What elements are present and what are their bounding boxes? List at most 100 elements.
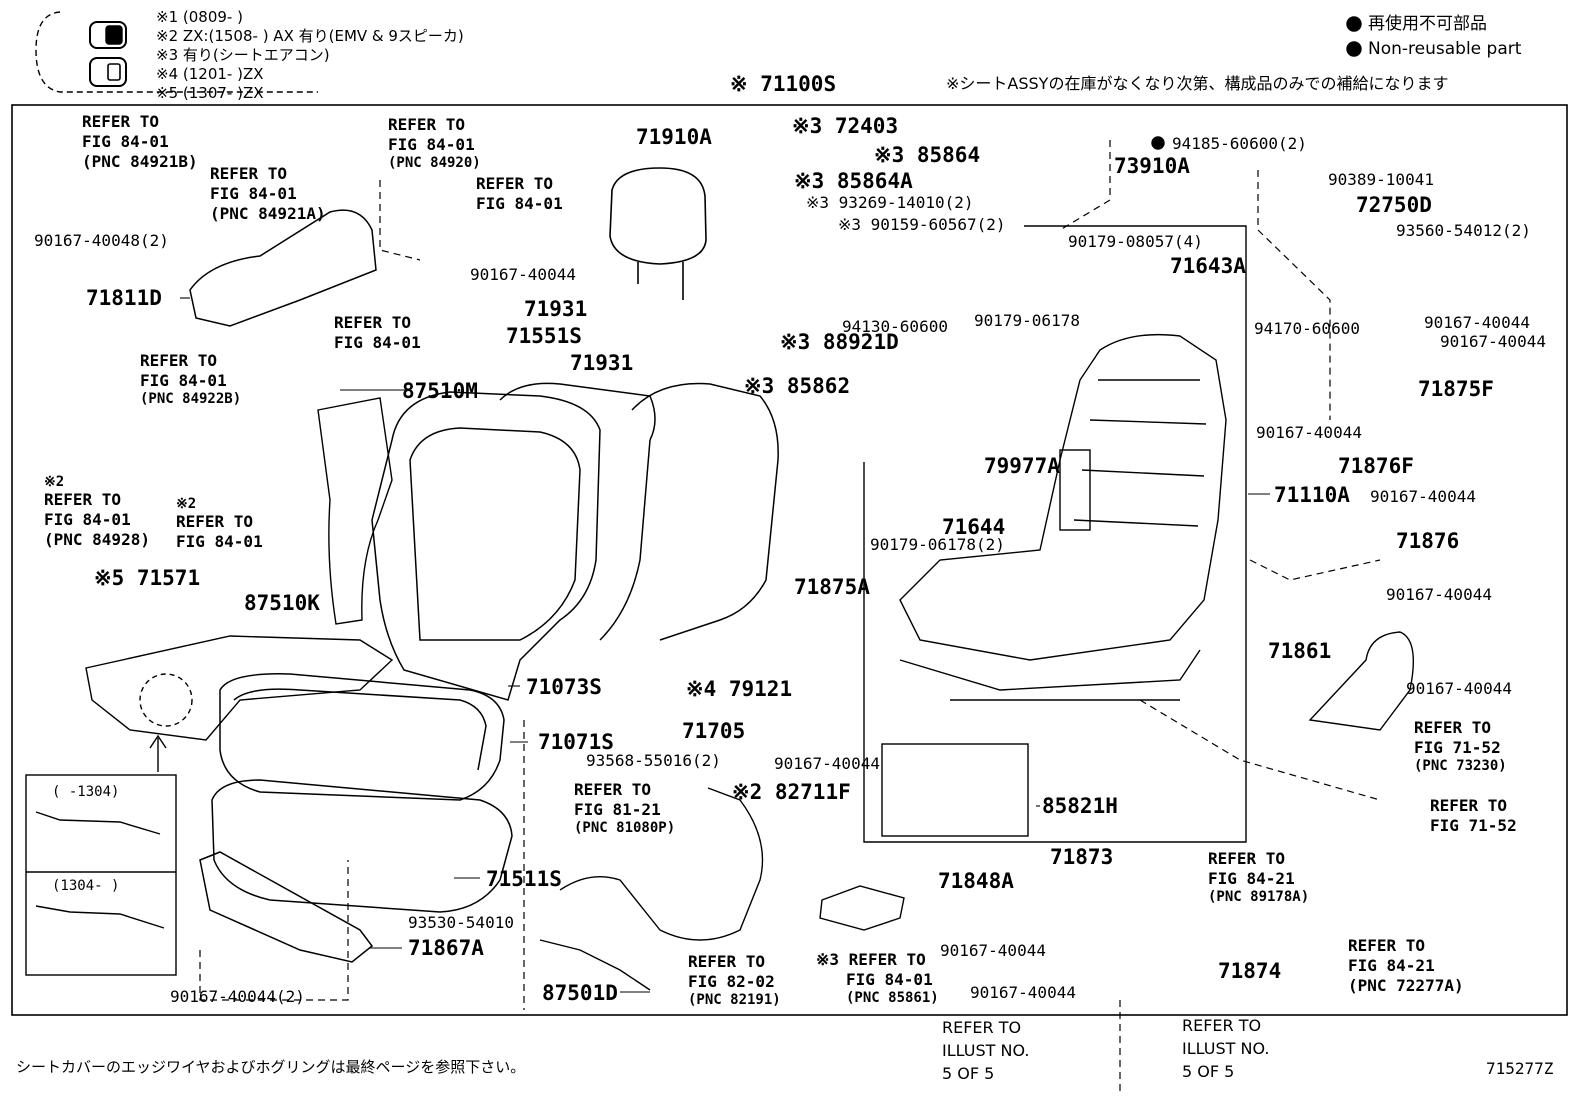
part-94185: 94185-60600(2) xyxy=(1172,134,1307,153)
note-5: ※5 (1307- )ZX xyxy=(156,84,264,102)
part-90167-d: 90167-40044 xyxy=(1256,423,1362,442)
headrest xyxy=(609,167,707,300)
inset-box xyxy=(25,774,177,976)
part-90167-i: 90167-40044 xyxy=(940,941,1046,960)
shield-71867A xyxy=(199,851,374,963)
part-93530: 93530-54010 xyxy=(408,913,514,932)
part-72403: ※3 72403 xyxy=(792,114,899,138)
part-87510M: 87510M xyxy=(402,379,478,403)
mat-87510K xyxy=(85,635,394,741)
switch-icon-light xyxy=(89,57,127,87)
part-90167-f: 90167-40044 xyxy=(1386,585,1492,604)
nonreusable-dot-icon xyxy=(1346,16,1362,32)
diagram-frame xyxy=(11,104,1568,1016)
part-71071S: 71071S xyxy=(538,730,614,754)
part-71876F: 71876F xyxy=(1338,454,1414,478)
part-90179-06178-2: 90179-06178(2) xyxy=(870,535,1005,554)
note-4: ※4 (1201- )ZX xyxy=(156,65,264,83)
footer-note: シートカバーのエッジワイヤおよびホグリングは最終ページを参照下さい。 xyxy=(16,1058,526,1076)
part-71861: 71861 xyxy=(1268,639,1332,663)
part-72750D: 72750D xyxy=(1356,193,1432,217)
seat-frame xyxy=(899,333,1227,701)
part-88921D: ※3 88921D xyxy=(780,330,899,354)
shield-71811D xyxy=(189,209,377,327)
part-71073S: 71073S xyxy=(526,675,602,699)
part-71644: 71644 xyxy=(942,515,1006,539)
nonreusable-dot-icon xyxy=(1151,136,1165,150)
inset-bottom-label: (1304- ) xyxy=(52,878,120,894)
part-71811D: 71811D xyxy=(86,286,162,310)
part-71873: 71873 xyxy=(1050,845,1114,869)
part-71876: 71876 xyxy=(1396,529,1460,553)
part-71931-a: 71931 xyxy=(524,297,588,321)
wire-harness xyxy=(539,787,764,991)
part-71867A: 71867A xyxy=(408,936,484,960)
part-90389: 90389-10041 xyxy=(1328,170,1434,189)
legend-jp: 再使用不可部品 xyxy=(1368,14,1487,34)
part-94130: 94130-60600 xyxy=(842,317,948,336)
note-1: ※1 (0809- ) xyxy=(156,8,243,26)
inset-top-label: ( -1304) xyxy=(52,784,120,800)
part-90167-40048: 90167-40048(2) xyxy=(34,231,169,250)
part-71848A: 71848A xyxy=(938,869,1014,893)
part-90167-b: 90167-40044 xyxy=(1424,313,1530,332)
part-71931-b: 71931 xyxy=(570,351,634,375)
part-71110A: 71110A xyxy=(1274,483,1350,507)
part-87501D: 87501D xyxy=(542,981,618,1005)
frame-region xyxy=(863,225,1247,843)
note-bracket xyxy=(35,11,318,93)
part-90167-c: 90167-40044 xyxy=(1440,332,1546,351)
part-93568: 93568-55016(2) xyxy=(586,751,721,770)
part-85862: ※3 85862 xyxy=(744,374,851,398)
supply-note: ※シートASSYの在庫がなくなり次第、構成品のみでの補給になります xyxy=(946,74,1449,93)
part-93269: ※3 93269-14010(2) xyxy=(806,193,974,212)
part-71875F: 71875F xyxy=(1418,377,1494,401)
part-71643A: 71643A xyxy=(1170,254,1246,278)
seatback-cover xyxy=(371,382,779,701)
part-85821H: 85821H xyxy=(1042,794,1118,818)
part-90167-40044-2: 90167-40044(2) xyxy=(170,987,305,1006)
cover-71861 xyxy=(1308,631,1415,731)
arrow-icon xyxy=(149,734,167,772)
part-90167-g: 90167-40044 xyxy=(1406,679,1512,698)
part-90167-h: 90167-40044 xyxy=(774,754,880,773)
part-85864A: ※3 85864A xyxy=(794,169,913,193)
illust-number: 715277Z xyxy=(1486,1059,1554,1078)
part-94170: 94170-60600 xyxy=(1254,319,1360,338)
part-71874: 71874 xyxy=(1218,959,1282,983)
part-87510K: 87510K xyxy=(244,591,320,615)
part-90179-06178: 90179-06178 xyxy=(974,311,1080,330)
note-2: ※2 ZX:(1508- ) AX 有り(EMV & 9スピーカ) xyxy=(156,27,464,45)
part-71551S: 71551S xyxy=(506,324,582,348)
nonreusable-dot-icon xyxy=(1346,41,1362,57)
seat-cushion xyxy=(211,673,513,913)
part-71511S: 71511S xyxy=(486,867,562,891)
harness-box xyxy=(881,743,1029,837)
part-90179-08057: 90179-08057(4) xyxy=(1068,232,1203,251)
part-90167-j: 90167-40044 xyxy=(970,983,1076,1002)
pad-87510M xyxy=(317,397,393,625)
part-85864: ※3 85864 xyxy=(874,143,981,167)
part-71571: ※5 71571 xyxy=(94,566,201,590)
legend-en: Non-reusable part xyxy=(1368,39,1522,59)
pad-71848A xyxy=(819,885,905,931)
part-71705: 71705 xyxy=(682,719,746,743)
switch-icon-dark xyxy=(89,21,127,49)
part-71875A: 71875A xyxy=(794,575,870,599)
